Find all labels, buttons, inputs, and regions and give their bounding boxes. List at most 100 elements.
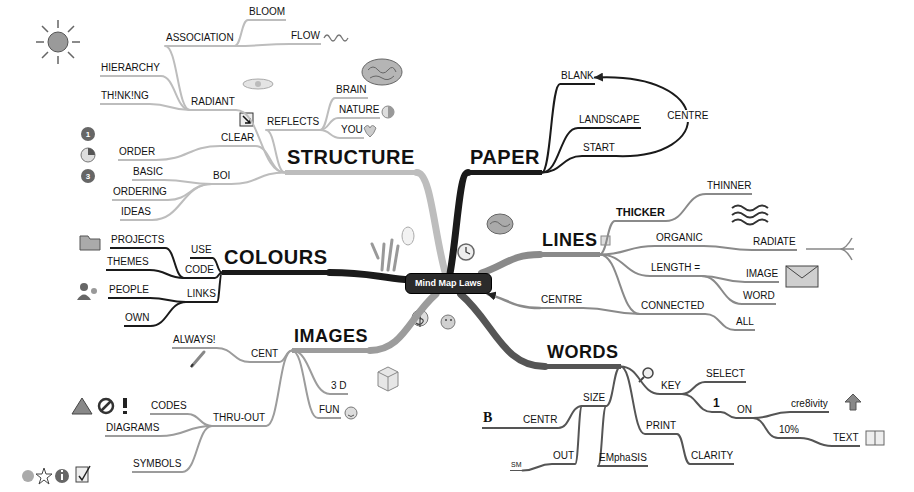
central-figure: [441, 315, 455, 329]
branch-line: [705, 314, 735, 330]
keyword-text: NATURE: [339, 104, 379, 115]
branch-line: [600, 221, 616, 255]
keyword-text: CENTRE: [541, 294, 582, 305]
branch-keyword: CLARITY: [690, 450, 734, 465]
branch-keyword: IMAGE: [745, 268, 779, 283]
wave-icon: [732, 206, 768, 225]
branch-line: [461, 294, 546, 367]
branch-keyword: CLEAR: [220, 132, 255, 147]
central-figure: [402, 227, 414, 245]
branch-keyword: IDEAS: [120, 206, 152, 221]
callout-number: 1: [86, 130, 90, 139]
branch-keyword: ORDERING: [112, 186, 168, 201]
keyword-text: OUT: [553, 450, 574, 461]
keyword-text: THICKER: [616, 206, 665, 218]
branch-keyword: DIAGRAMS: [105, 422, 160, 437]
branch-line: [542, 156, 582, 173]
keyword-text: SM: [511, 461, 522, 468]
keyword-text: ALL: [736, 316, 754, 327]
keyword-text: PEOPLE: [109, 284, 149, 295]
branch-line: [677, 434, 690, 464]
keyword-text: REFLECTS: [267, 116, 319, 127]
keyword-text: WORDS: [547, 342, 619, 362]
branch-keyword: OWN: [124, 312, 150, 327]
cube-icon: [378, 372, 398, 391]
keyword-text: ASSOCIATION: [166, 32, 234, 43]
branch-keyword: BLANK: [560, 70, 595, 85]
keyword-text: ORDERING: [113, 186, 167, 197]
branch-keyword: CENT: [250, 348, 279, 363]
keyword-text: ORGANIC: [656, 232, 703, 243]
keyword-text: LANDSCAPE: [579, 114, 640, 125]
branch-keyword: BLOOM: [248, 6, 286, 21]
branch-keyword: ORGANIC: [655, 232, 704, 247]
branch-keyword: ON: [736, 404, 753, 419]
keyword-text: SELECT: [706, 368, 745, 379]
symbol-icons: [55, 469, 69, 483]
branch-line: [621, 367, 661, 395]
branch-line: [188, 414, 212, 426]
keyword-text: BOI: [213, 170, 230, 181]
branch-line: [292, 351, 318, 419]
branch-line: [213, 258, 222, 273]
branch-keyword: cre8ivity: [790, 398, 829, 413]
keyword-text: CENT: [251, 348, 278, 359]
flow-squiggle: [324, 35, 348, 41]
book-icon: [866, 431, 884, 445]
branch-keyword: OUT: [552, 450, 575, 465]
main-branch: PAPER: [468, 146, 542, 175]
branch-keyword: START: [582, 142, 616, 157]
branch-keyword: ALWAYS!: [172, 334, 217, 349]
keyword-text: KEY: [661, 380, 681, 391]
main-branch: LINES: [540, 230, 600, 257]
branch-keyword: THRU-OUT: [212, 412, 266, 427]
branch-line: [150, 270, 184, 278]
keyword-text: PROJECTS: [111, 234, 164, 245]
brain-icon: [362, 59, 402, 85]
code-icons: [72, 398, 92, 414]
branch-keyword: BASIC: [132, 166, 164, 181]
keyword-text: IDEAS: [121, 206, 151, 217]
pencil-icon: [192, 352, 204, 366]
branch-keyword: ASSOCIATION: [165, 32, 235, 47]
branch-line: [600, 246, 656, 255]
keyword-text: LINES: [542, 230, 598, 250]
symbol-icons: [22, 466, 90, 484]
keyword-text: cre8ivity: [791, 398, 828, 409]
branch-keyword: PRINT: [645, 420, 677, 435]
nature-icon: [388, 106, 394, 118]
branch-keyword: LINKS: [186, 288, 217, 303]
branch-keyword: RADIATE: [752, 236, 797, 251]
keyword-text: EMphaSIS: [599, 452, 647, 463]
folder-icon: [80, 236, 100, 250]
main-branch: COLOURS: [222, 246, 330, 275]
keyword-text: BRAIN: [336, 84, 367, 95]
branch-keyword: THEMES: [106, 256, 150, 271]
keyword-text: TEXT: [833, 432, 859, 443]
branch-keyword: SYMBOLS: [132, 458, 182, 473]
central-figure: [445, 319, 447, 321]
branch-keyword: SELECT: [705, 368, 746, 383]
keyword-text: 1: [713, 396, 720, 410]
branch-keyword: CENTR: [522, 414, 558, 429]
branch-line: [583, 308, 640, 314]
keyword-text: STRUCTURE: [287, 146, 415, 168]
branch-line: [150, 298, 186, 302]
branch-line: [150, 104, 190, 110]
keyword-text: ALWAYS!: [173, 334, 216, 345]
smiley-icon: [348, 415, 354, 417]
smiley-icon: [345, 407, 357, 419]
branch-keyword: TH!NK!NG: [100, 90, 150, 105]
branch-keyword: ORDER: [118, 146, 156, 161]
code-icons: [101, 401, 111, 411]
branch-keyword: RADIANT: [190, 96, 236, 111]
central-topic: Mind Map Laws: [405, 273, 492, 294]
branch-line: [542, 84, 560, 173]
branch-line: [621, 367, 646, 435]
order-icons: [88, 148, 95, 155]
branch-line: [370, 294, 436, 351]
branch-keyword: 1: [712, 396, 721, 413]
keyword-text: THRU-OUT: [213, 412, 265, 423]
keyword-text: CLEAR: [221, 132, 254, 143]
